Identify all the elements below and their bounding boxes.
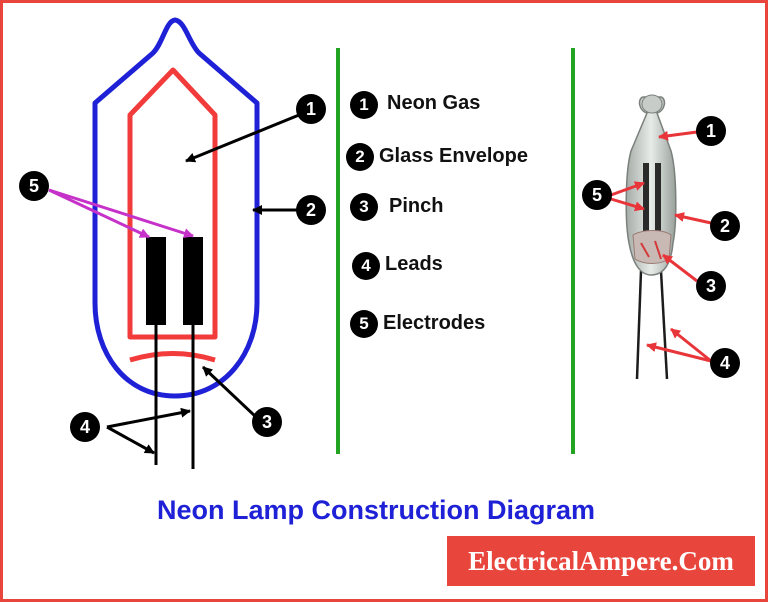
- divider-right: [571, 48, 575, 454]
- callout-number: 1: [306, 99, 316, 119]
- callout-number: 3: [706, 276, 716, 296]
- photo-arrow-neon-gas: [658, 130, 698, 141]
- callout-number: 4: [720, 353, 730, 373]
- photo-arrow-lead-left: [646, 342, 712, 363]
- legend-number-2: 2: [346, 143, 374, 171]
- callout-number: 5: [592, 185, 602, 205]
- diagram-title: Neon Lamp Construction Diagram: [156, 495, 596, 525]
- legend-label-neon-gas: Neon Gas: [387, 92, 481, 114]
- schematic-callout-4: 4: [70, 412, 100, 442]
- arrow-neon-gas: [185, 113, 300, 163]
- legend-label-leads: Leads: [385, 253, 443, 275]
- callout-number: 5: [29, 176, 39, 196]
- divider-left: [336, 48, 340, 454]
- pinch-arc: [129, 351, 216, 363]
- arrow-electrode-right: [48, 188, 194, 239]
- arrow-lead-left: [106, 425, 155, 455]
- callout-number: 3: [262, 412, 272, 432]
- schematic-callout-1: 1: [296, 94, 326, 124]
- legend-number-3: 3: [350, 193, 378, 221]
- lamp-photo: [625, 94, 677, 380]
- legend-number-5: 5: [350, 310, 378, 338]
- callout-number: 1: [706, 121, 716, 141]
- photo-callout-1: 1: [696, 116, 726, 146]
- legend-label-glass-envelope: Glass Envelope: [379, 145, 528, 167]
- arrow-pinch: [201, 365, 257, 418]
- photo-callout-3: 3: [696, 271, 726, 301]
- inner-outline: [127, 67, 218, 340]
- photo-callout-2: 2: [710, 211, 740, 241]
- photo-arrow-lead-right: [670, 327, 712, 363]
- legend-number-1: 1: [350, 91, 378, 119]
- photo-arrow-electrode-top: [610, 181, 645, 197]
- neon-lamp-illustration: 1 2 3 4 5: [19, 17, 740, 469]
- electrode-right: [183, 237, 203, 325]
- callout-number: 2: [720, 216, 730, 236]
- callout-number: 4: [80, 417, 90, 437]
- schematic-callout-2: 2: [296, 195, 326, 225]
- arrow-electrode-left: [48, 188, 150, 239]
- electrode-left: [146, 237, 166, 325]
- photo-callout-4: 4: [710, 348, 740, 378]
- glass-envelope-outline: [92, 17, 260, 399]
- legend-label-pinch: Pinch: [389, 195, 444, 217]
- schematic-callout-5: 5: [19, 171, 49, 201]
- photo-arrow-electrode-bottom: [610, 197, 645, 212]
- brand-banner: ElectricalAmpere.Com: [447, 536, 755, 586]
- legend-label-electrodes: Electrodes: [383, 312, 486, 334]
- arrow-lead-right: [106, 407, 191, 429]
- photo-callout-5: 5: [582, 180, 612, 210]
- schematic-callout-3: 3: [252, 407, 282, 437]
- legend-number-4: 4: [352, 252, 380, 280]
- photo-arrow-pinch: [662, 253, 698, 283]
- photo-arrow-glass-envelope: [674, 212, 712, 225]
- callout-number: 2: [306, 200, 316, 220]
